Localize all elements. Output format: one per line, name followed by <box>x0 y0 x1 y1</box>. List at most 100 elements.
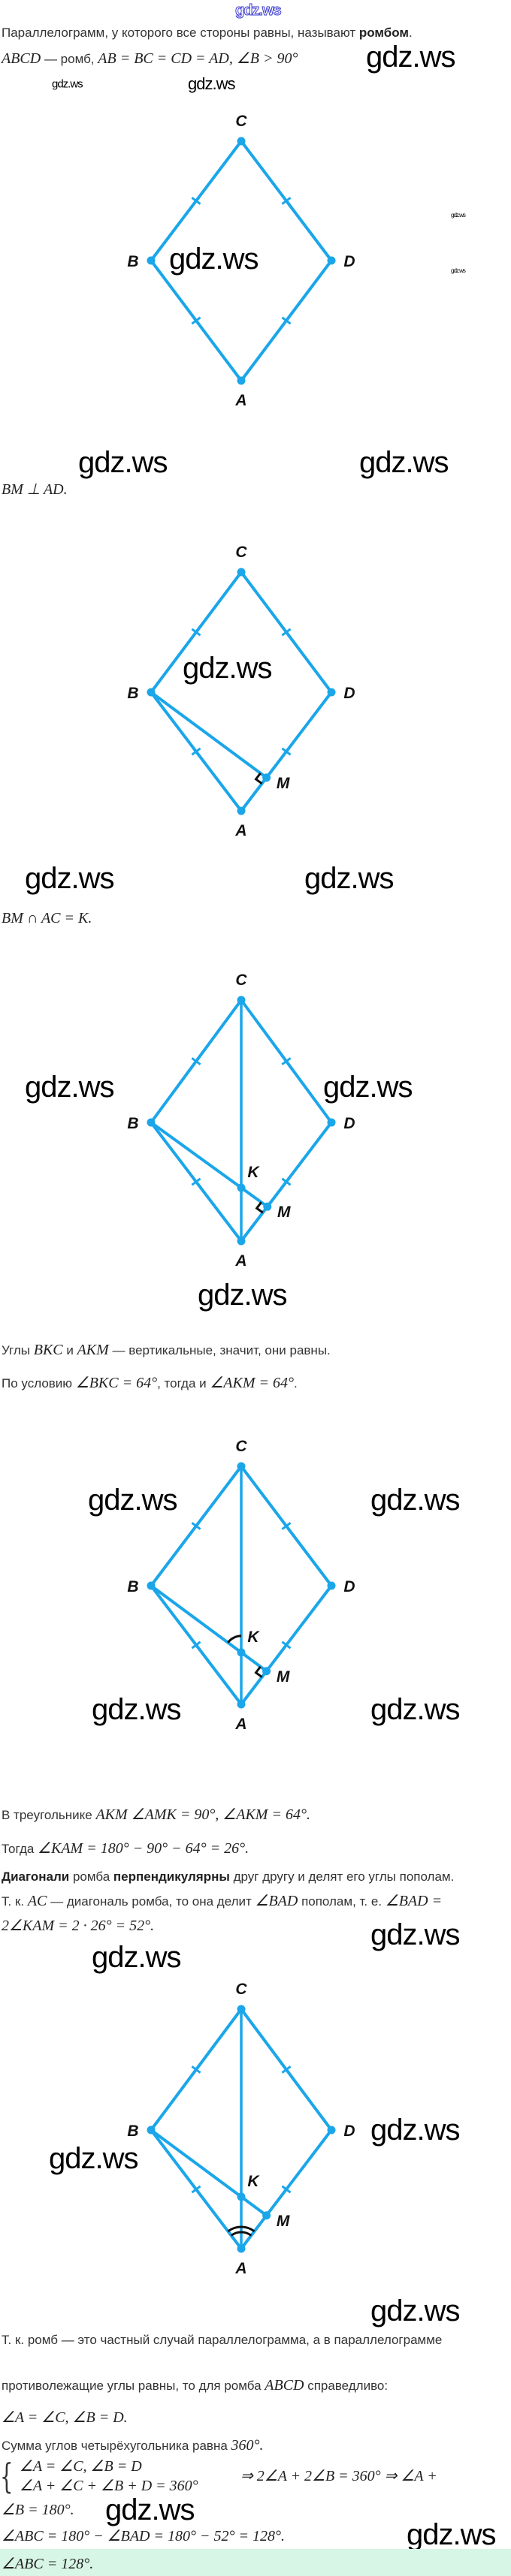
side-ba <box>150 691 243 812</box>
text-line-angle-bad: 2∠KAM = 2 · 26° = 52°. <box>2 1918 154 1935</box>
text-fragment: Т. к. ромб — это частный случай параллел… <box>2 2333 443 2347</box>
side-cd <box>240 999 333 1124</box>
point-a <box>237 806 246 815</box>
point-b <box>147 688 156 697</box>
text-fragment: — диагональ ромба, то она делит <box>47 1894 256 1909</box>
right-angle-mark <box>254 772 263 785</box>
bold-term: Диагонали <box>2 1869 70 1884</box>
math-expression: ⇒ 2∠A + 2∠B = 360° ⇒ ∠A + <box>240 2468 437 2484</box>
bold-term: перпендикулярны <box>113 1869 230 1884</box>
watermark: gdz.ws <box>52 77 83 91</box>
text-fragment: — вертикальные, значит, они равны. <box>108 1343 331 1357</box>
watermark: gdz.ws <box>370 1484 460 1517</box>
math-expression: 2∠KAM = 2 · 26° = 52°. <box>2 1918 155 1934</box>
math-expression: ∠BAD = <box>385 1893 443 1909</box>
system-conclusion: ⇒ 2∠A + 2∠B = 360° ⇒ ∠A + <box>240 2468 437 2485</box>
bold-term: ромбом <box>358 26 409 40</box>
point-d <box>327 688 336 697</box>
equal-side-tick <box>281 316 292 325</box>
vertex-label-k: K <box>247 1628 260 1646</box>
angle-arc-bad <box>230 2231 252 2237</box>
angle-arc-bad <box>227 2225 256 2233</box>
equal-side-tick <box>191 1641 201 1650</box>
watermark: gdz.ws <box>169 243 259 276</box>
watermark: gdz.ws <box>304 862 394 895</box>
vertex-label-c: C <box>235 1438 247 1455</box>
text-fragment: В треугольнике <box>2 1808 96 1822</box>
equal-side-tick <box>281 2185 292 2194</box>
vertex-label-m: M <box>277 1204 291 1221</box>
math-expression: AC <box>27 1893 47 1909</box>
text-fragment: Параллелограмм, у которого все стороны р… <box>2 26 359 40</box>
math-expression: AB = BC = CD = AD, ∠B > 90° <box>98 50 298 67</box>
text-line-diagonal-property: Диагонали ромба перпендикулярны друг дру… <box>2 1869 454 1885</box>
side-ba <box>150 259 243 382</box>
math-expression: ABCD <box>2 50 41 67</box>
system-line-1: ∠A = ∠C, ∠B = D <box>20 2458 142 2475</box>
math-expression: ∠KAM = 180° − 90° − 64° = 26°. <box>38 1840 249 1857</box>
side-da <box>240 1121 333 1243</box>
math-expression: ∠A = ∠C, ∠B = D. <box>2 2409 128 2426</box>
math-expression: ∠AKM = 64° <box>210 1375 294 1391</box>
vertex-label-d: D <box>343 253 355 270</box>
vertex-label-m: M <box>277 2213 290 2230</box>
answer-box <box>0 2549 511 2576</box>
vertex-label-m: M <box>277 775 290 792</box>
system-line-2: ∠A + ∠C + ∠B + D = 360° <box>20 2478 198 2495</box>
math-expression: ∠A = ∠C, ∠B = D <box>20 2458 142 2475</box>
site-watermark-logo: gdz.ws <box>235 2 283 19</box>
segment-bm <box>150 2129 268 2217</box>
math-expression: AKM ∠AMK = 90°, ∠AKM = 64°. <box>95 1806 310 1823</box>
watermark: gdz.ws <box>370 2294 460 2327</box>
system-brace: { <box>0 2456 14 2496</box>
text-line-intersection: BM ∩ AC = K. <box>2 910 92 927</box>
math-expression: BKC <box>33 1342 63 1358</box>
text-fragment: — ромб, <box>41 52 98 66</box>
side-ba <box>150 1584 243 1706</box>
point-k <box>237 2192 246 2201</box>
equal-side-tick <box>191 1057 201 1065</box>
equal-side-tick <box>191 2065 201 2074</box>
watermark: gdz.ws <box>451 212 466 218</box>
vertex-label-c: C <box>235 544 247 561</box>
math-expression: BM ∩ AC = K. <box>2 910 92 926</box>
math-expression: AKM <box>77 1342 109 1358</box>
equal-side-tick <box>191 316 201 325</box>
watermark: gdz.ws <box>25 862 114 895</box>
vertex-label-b: B <box>127 1115 138 1132</box>
watermark: gdz.ws <box>451 267 466 274</box>
text-line-parallelogram-case: Т. к. ромб — это частный случай параллел… <box>2 2332 442 2349</box>
equal-side-tick <box>191 197 201 205</box>
point-c <box>237 996 246 1005</box>
side-cd <box>240 2008 333 2132</box>
text-fragment: Углы <box>2 1343 34 1357</box>
watermark: gdz.ws <box>49 2142 138 2175</box>
watermark: gdz.ws <box>183 652 272 685</box>
math-expression: BM ⊥ AD. <box>2 481 68 498</box>
point-a <box>237 1237 246 1246</box>
vertex-label-c: C <box>235 972 247 989</box>
vertex-label-a: A <box>234 1252 246 1270</box>
text-fragment: пополам, т. е. <box>298 1894 386 1909</box>
vertex-label-b: B <box>127 1578 138 1595</box>
equal-side-tick <box>191 1177 201 1186</box>
point-b <box>147 256 156 265</box>
equal-side-tick <box>281 1057 292 1065</box>
watermark: gdz.ws <box>92 1693 181 1726</box>
side-da <box>240 2129 333 2250</box>
text-fragment: , тогда и <box>157 1376 210 1390</box>
equal-side-tick <box>191 628 201 637</box>
text-fragment: По условию <box>2 1376 76 1390</box>
text-line-angle-kam: Тогда ∠KAM = 180° − 90° − 64° = 26°. <box>2 1840 249 1857</box>
watermark: gdz.ws <box>198 1279 287 1312</box>
side-cb <box>150 2008 243 2132</box>
segment-bm <box>150 1584 268 1673</box>
text-line-bm-perpendicular: BM ⊥ AD. <box>2 481 68 499</box>
text-fragment: и <box>62 1343 77 1357</box>
math-expression: ∠A + ∠C + ∠B + D = 360° <box>20 2478 198 2494</box>
equal-side-tick <box>191 2185 201 2194</box>
watermark: gdz.ws <box>370 1918 460 1951</box>
